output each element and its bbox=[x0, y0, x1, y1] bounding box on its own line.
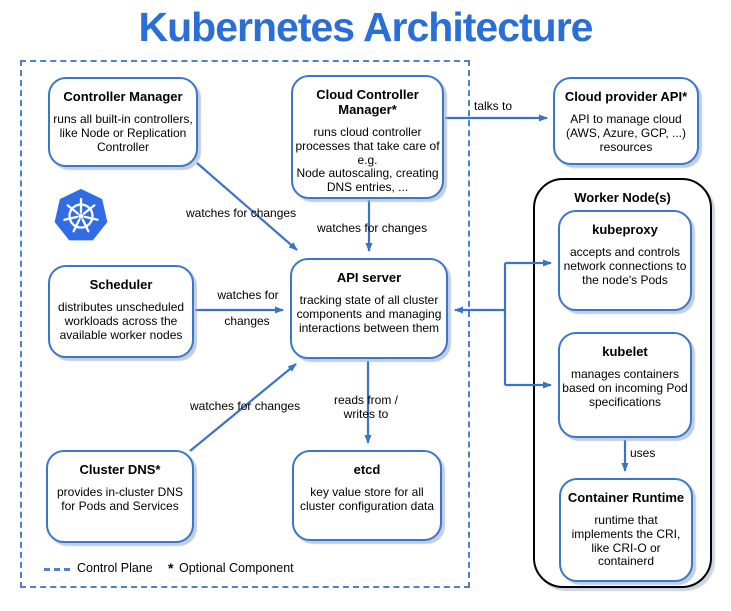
api-server-body: tracking state of all cluster components… bbox=[296, 293, 442, 335]
cluster-dns-body: provides in-cluster DNS for Pods and Ser… bbox=[56, 485, 184, 513]
cloud-provider-api-body: API to manage cloud (AWS, Azure, GCP, ..… bbox=[565, 112, 687, 154]
api-server-node: API server tracking state of all cluster… bbox=[290, 258, 448, 359]
container-runtime-title: Container Runtime bbox=[567, 490, 685, 505]
legend-control-plane-label: Control Plane bbox=[77, 561, 153, 575]
etcd-body: key value store for all cluster configur… bbox=[299, 485, 435, 513]
edge-label-scheduler-changes: changes bbox=[224, 314, 270, 328]
controller-manager-title: Controller Manager bbox=[63, 89, 183, 104]
legend-optional-label: Optional Component bbox=[179, 561, 294, 575]
scheduler-body: distributes unscheduled workloads across… bbox=[57, 300, 185, 342]
cloud-controller-manager-node: Cloud Controller Manager* runs cloud con… bbox=[291, 75, 444, 199]
kubelet-node: kubelet manages containers based on inco… bbox=[558, 332, 692, 438]
cloud-provider-api-title: Cloud provider API* bbox=[564, 89, 688, 104]
kubelet-title: kubelet bbox=[602, 344, 648, 359]
etcd-node: etcd key value store for all cluster con… bbox=[292, 450, 442, 541]
worker-node-title: Worker Node(s) bbox=[574, 190, 671, 205]
scheduler-node: Scheduler distributes unscheduled worklo… bbox=[48, 265, 194, 358]
cluster-dns-title: Cluster DNS* bbox=[79, 462, 161, 477]
control-plane-boundary bbox=[20, 60, 470, 588]
edge-label-dns-watches: watches for changes bbox=[190, 399, 301, 413]
cloud-controller-manager-body: runs cloud controller processes that tak… bbox=[295, 125, 440, 195]
kubeproxy-body: accepts and controls network connections… bbox=[563, 245, 687, 287]
edge-label-cm-watches: watches for changes bbox=[186, 206, 297, 220]
container-runtime-body: runtime that implements the CRI, like CR… bbox=[571, 513, 681, 569]
etcd-title: etcd bbox=[353, 462, 381, 477]
edge-label-reads-writes: reads from / writes to bbox=[333, 393, 399, 422]
kubernetes-logo-icon bbox=[54, 189, 108, 241]
cloud-controller-manager-title: Cloud Controller Manager* bbox=[316, 87, 419, 117]
kubeproxy-node: kubeproxy accepts and controls network c… bbox=[558, 210, 692, 311]
controller-manager-node: Controller Manager runs all built-in con… bbox=[48, 77, 198, 167]
control-plane-dash-icon bbox=[44, 568, 70, 571]
edge-label-talks-to: talks to bbox=[474, 99, 513, 113]
container-runtime-node: Container Runtime runtime that implement… bbox=[559, 478, 693, 582]
edge-label-scheduler-watches: watches for bbox=[217, 288, 279, 302]
helm-wheel-icon bbox=[63, 197, 99, 233]
legend-asterisk: * bbox=[168, 560, 174, 576]
api-server-title: API server bbox=[336, 270, 402, 285]
edge-label-uses: uses bbox=[630, 446, 656, 460]
cluster-dns-node: Cluster DNS* provides in-cluster DNS for… bbox=[46, 450, 194, 543]
kubelet-body: manages containers based on incoming Pod… bbox=[562, 367, 688, 409]
kubeproxy-title: kubeproxy bbox=[592, 222, 658, 237]
controller-manager-body: runs all built-in controllers, like Node… bbox=[53, 112, 193, 154]
page-title: Kubernetes Architecture bbox=[138, 4, 594, 50]
cloud-provider-api-node: Cloud provider API* API to manage cloud … bbox=[553, 77, 699, 165]
edge-label-ccm-watches: watches for changes bbox=[317, 221, 428, 235]
scheduler-title: Scheduler bbox=[89, 277, 153, 292]
